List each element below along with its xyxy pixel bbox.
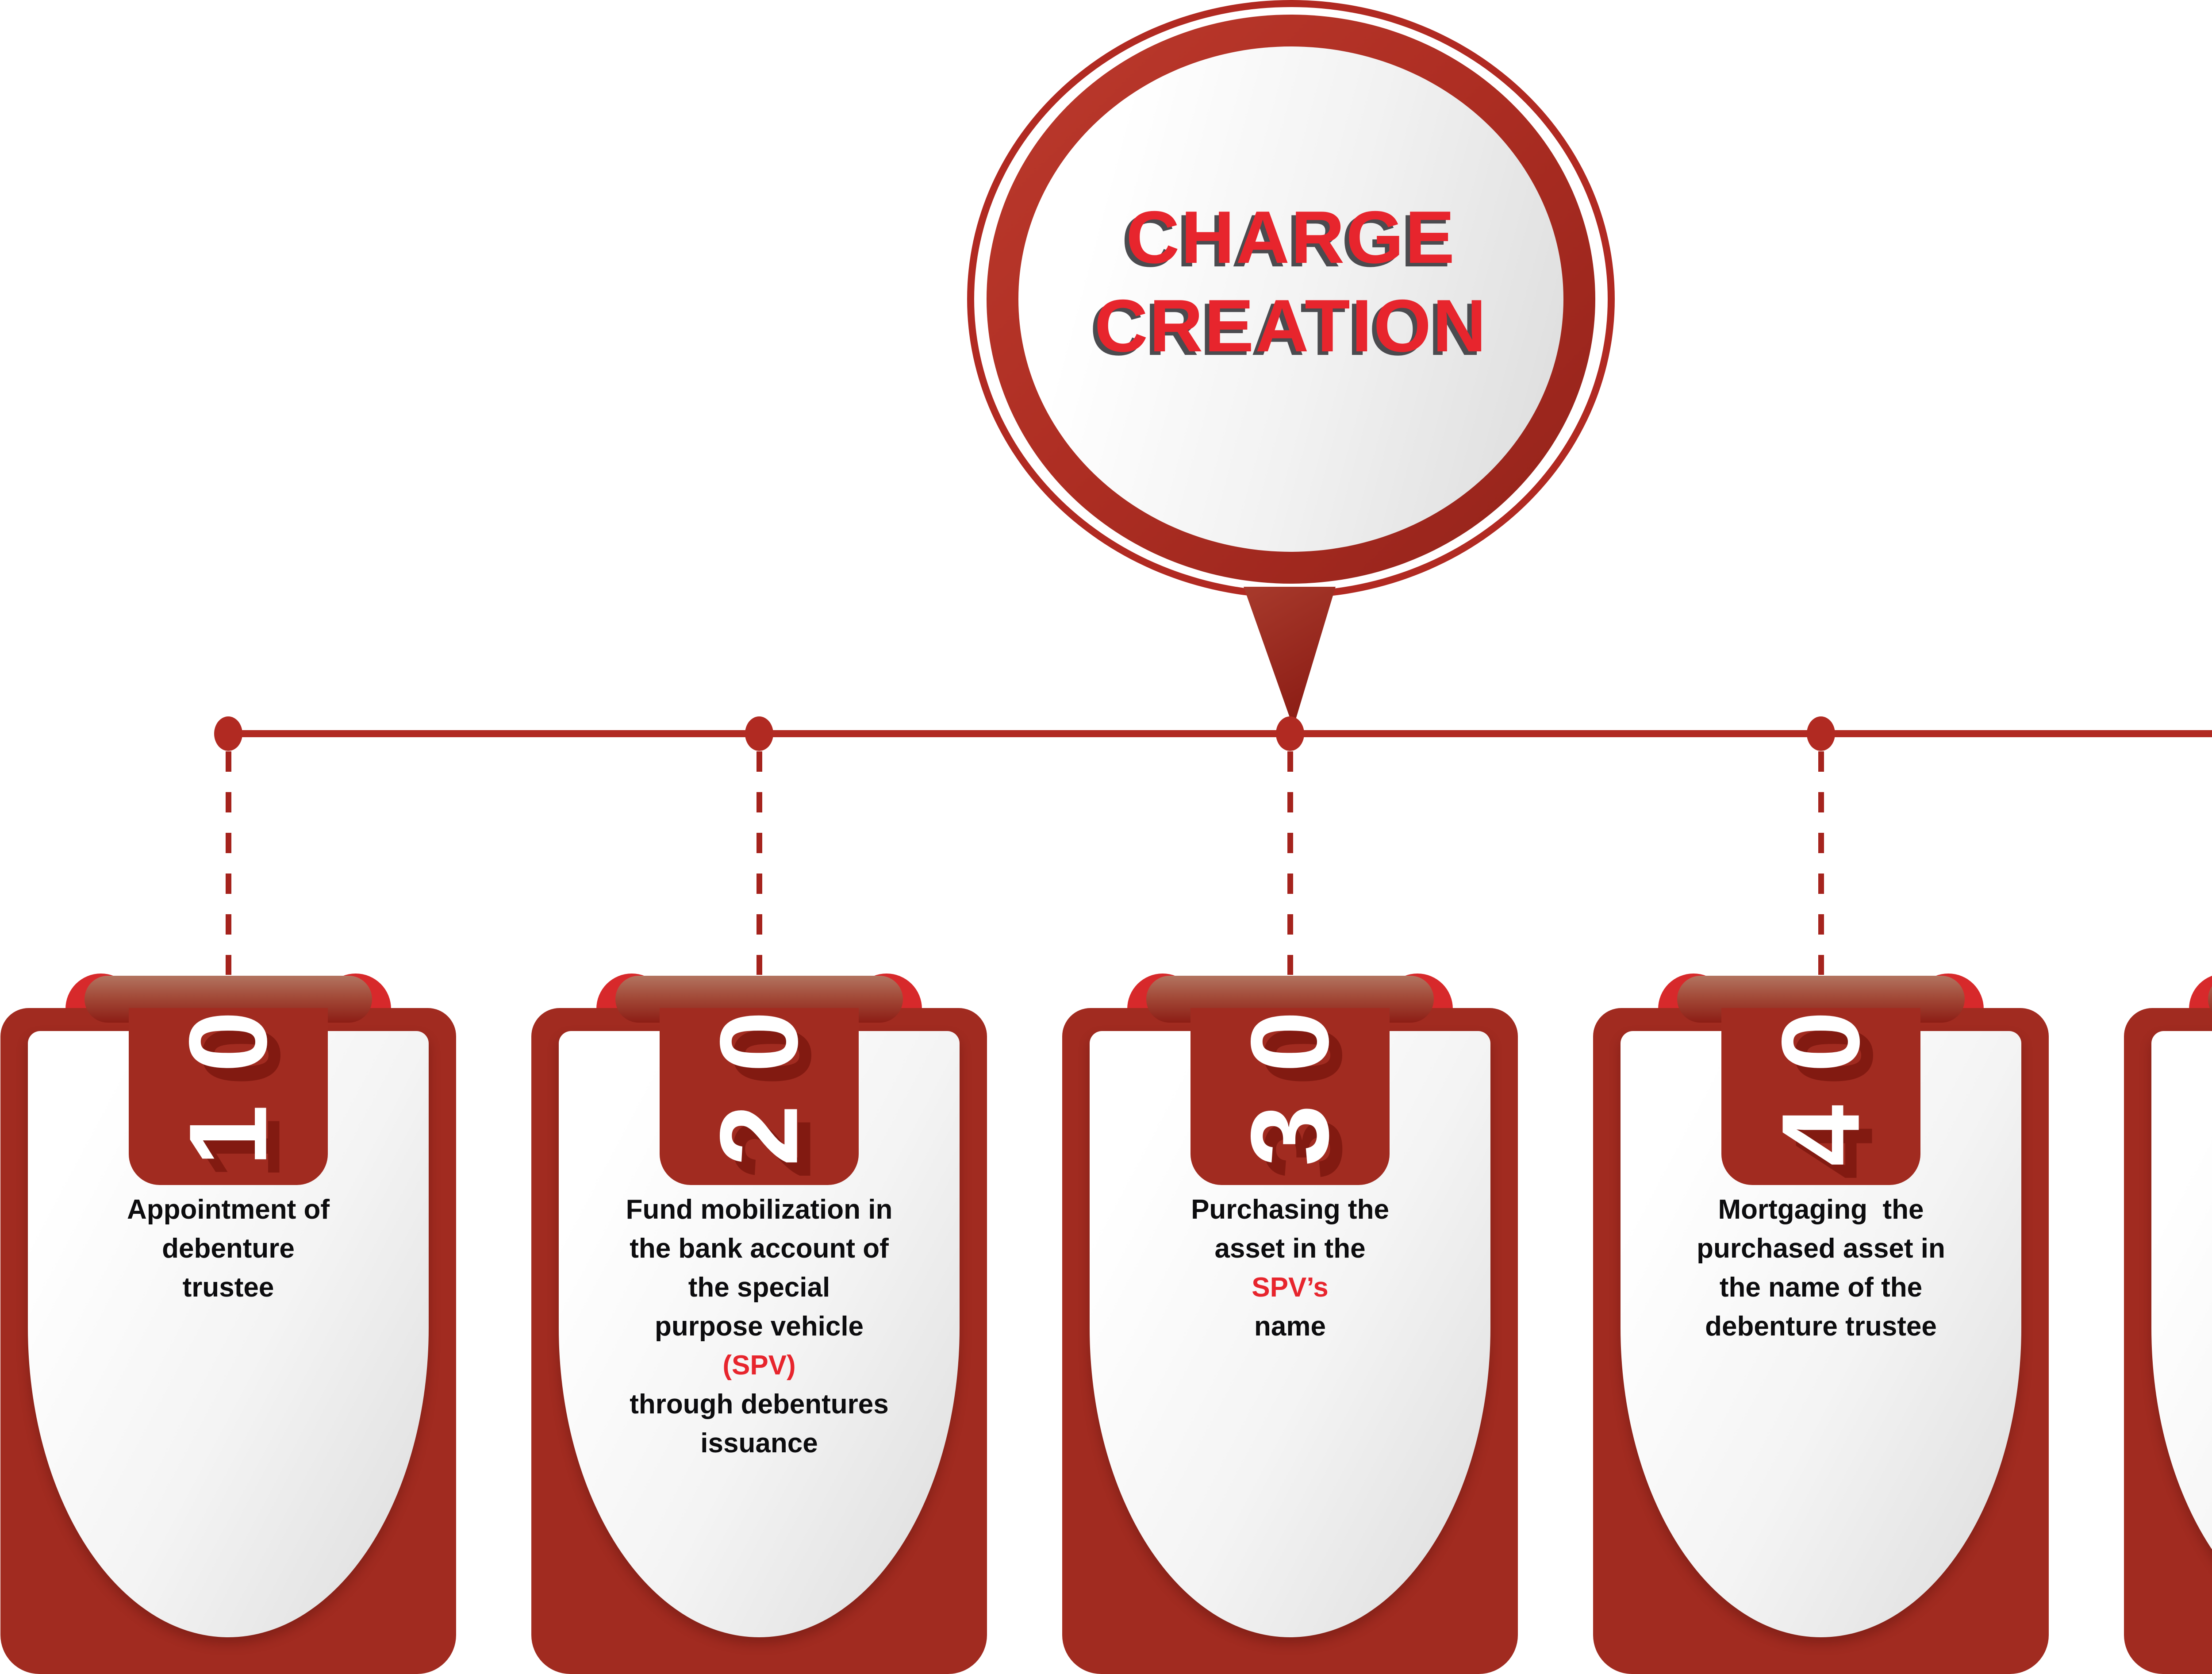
step-number-digit: 0: [1228, 1011, 1352, 1073]
clip-bar-icon: [2208, 976, 2212, 1023]
card-text-segment: Purchasing the: [1191, 1194, 1389, 1225]
step-number-digit: 2: [697, 1104, 821, 1166]
hub-disc: [1018, 46, 1563, 552]
step-number-digit: 0: [166, 1011, 290, 1073]
card-text-segment: Fund mobilization in: [626, 1194, 893, 1225]
card-text-line: form CHG-9: [2136, 1346, 2212, 1385]
card-text-line: Registering the: [2136, 1190, 2212, 1229]
connector-dashed-line: [1818, 751, 1824, 975]
card-text-segment: Appointment of: [127, 1194, 330, 1225]
card-text-segment: purpose vehicle: [654, 1311, 864, 1342]
connector-dot: [214, 716, 242, 751]
card-text-line: Purchasing the: [1075, 1190, 1505, 1229]
hub-pointer-icon: [1244, 587, 1336, 727]
card-text-line: the bank account of: [544, 1229, 975, 1268]
diagram-title-line2: CREATION: [1094, 284, 1488, 367]
connector-line: [228, 730, 2212, 737]
card-text-line: Fund mobilization in: [544, 1190, 975, 1229]
card-text-line: debenture trustee: [1605, 1307, 2036, 1346]
card-text-accent: (SPV): [722, 1350, 796, 1381]
card-text-line: debenture: [13, 1229, 444, 1268]
card-text-line: purchased asset in: [1605, 1229, 2036, 1268]
card-text-segment: name: [1254, 1311, 1326, 1342]
card-text-segment: the name of the: [1719, 1272, 1923, 1303]
card-text-line: asset in the: [1075, 1229, 1505, 1268]
connector-dashed-line: [757, 751, 762, 975]
connector-dashed-line: [1287, 751, 1293, 975]
diagram-title: CHARGE CREATION: [1018, 29, 1563, 534]
card-text-segment: the special: [688, 1272, 830, 1303]
card-text-segment: trustee: [182, 1272, 274, 1303]
card-text: Fund mobilization in the bank account of t…: [544, 1190, 975, 1463]
step-number-digit: 1: [166, 1104, 290, 1166]
card-text: Mortgaging the purchased asset in the name…: [1605, 1190, 2036, 1346]
card-text-segment: the bank account of: [630, 1233, 889, 1264]
card-text: Appointment of debenture trustee: [13, 1190, 444, 1307]
card-text-segment: debenture: [162, 1233, 295, 1264]
card-text-segment: purchased asset in: [1697, 1233, 1945, 1264]
number-tab: [1721, 1008, 1920, 1185]
card-step-05: 05 Registering themortgage deedwith MCA …: [2124, 974, 2212, 1674]
card-text-segment: through debentures: [630, 1389, 889, 1420]
card-text-line: name: [1075, 1307, 1505, 1346]
step-number-digit: 3: [1228, 1104, 1352, 1166]
card-text-line: purpose vehicle: [544, 1307, 975, 1346]
step-number-digit: 0: [697, 1011, 821, 1073]
step-number-digit: 0: [1759, 1011, 1882, 1073]
card-text-line: through debentures: [544, 1385, 975, 1424]
card-text-line: mortgage deed: [2136, 1229, 2212, 1268]
card-text-segment: Mortgaging the: [1718, 1194, 1924, 1225]
card-text-line: with MCA through: [2136, 1268, 2212, 1307]
card-text-line: charge creation: [2136, 1307, 2212, 1346]
step-number-digit: 4: [1759, 1104, 1882, 1166]
card-text-line: issuance: [544, 1424, 975, 1463]
number-tab: [129, 1008, 328, 1185]
connector-dot: [1807, 716, 1835, 751]
card-text-line: the name of the: [1605, 1268, 2036, 1307]
number-tab: [660, 1008, 859, 1185]
card-text-line: the special: [544, 1268, 975, 1307]
card-text: Registering themortgage deedwith MCA thr…: [2136, 1190, 2212, 1385]
card-text-segment: debenture trustee: [1705, 1311, 1937, 1342]
card-text-segment: asset in the: [1214, 1233, 1366, 1264]
card-text-line: (SPV): [544, 1346, 975, 1385]
diagram-title-line1: CHARGE: [1125, 196, 1456, 279]
card-text-line: SPV’s: [1075, 1268, 1505, 1307]
card-text-accent: SPV’s: [1252, 1272, 1329, 1303]
connector-dot: [745, 716, 773, 751]
number-tab: [1190, 1008, 1390, 1185]
card-text-line: trustee: [13, 1268, 444, 1307]
card-text-line: Appointment of: [13, 1190, 444, 1229]
card-text-segment: issuance: [700, 1428, 818, 1458]
connector-dot: [1276, 716, 1304, 751]
connector-dashed-line: [226, 751, 231, 975]
card-text-line: Mortgaging the: [1605, 1190, 2036, 1229]
